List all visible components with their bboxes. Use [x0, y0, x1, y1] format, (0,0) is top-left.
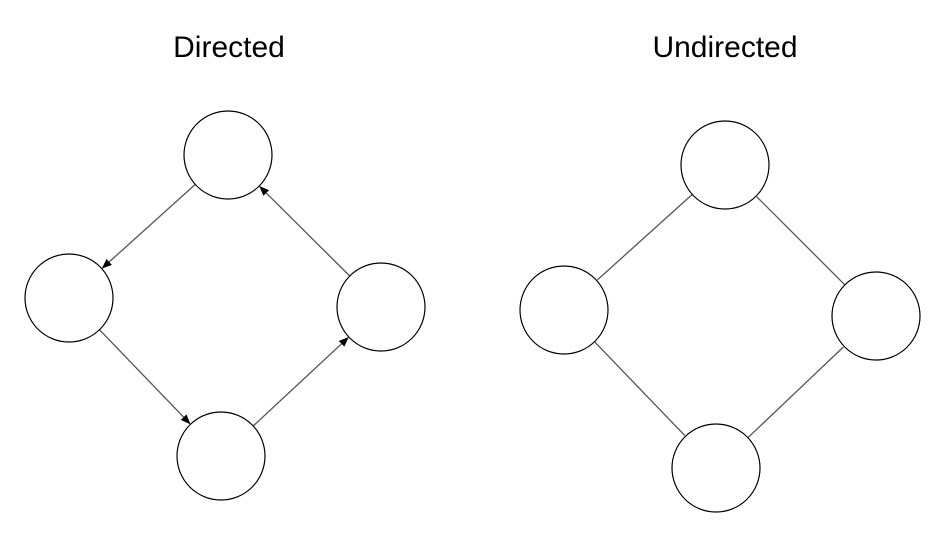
undirected-graph-title: Undirected: [652, 31, 798, 64]
directed-node-top: [183, 110, 273, 200]
undirected-edge-top-to-left: [596, 193, 693, 281]
directed-edge-bottom-to-right: [252, 337, 349, 427]
undirected-edge-left-to-bottom: [594, 341, 686, 437]
directed-node-left: [24, 253, 114, 343]
directed-node-bottom: [176, 411, 266, 501]
directed-edge-right-to-top: [259, 185, 351, 277]
directed-graph-title: Directed: [173, 31, 285, 64]
undirected-node-left: [519, 265, 609, 355]
undirected-edge-right-to-top: [756, 196, 846, 286]
undirected-node-bottom: [671, 423, 761, 513]
directed-edge-top-to-left: [101, 183, 196, 269]
directed-node-right: [336, 262, 426, 352]
directed-edge-left-to-bottom: [99, 329, 191, 425]
undirected-edge-bottom-to-right: [747, 346, 844, 439]
undirected-node-top: [680, 120, 770, 210]
undirected-node-right: [831, 271, 921, 361]
